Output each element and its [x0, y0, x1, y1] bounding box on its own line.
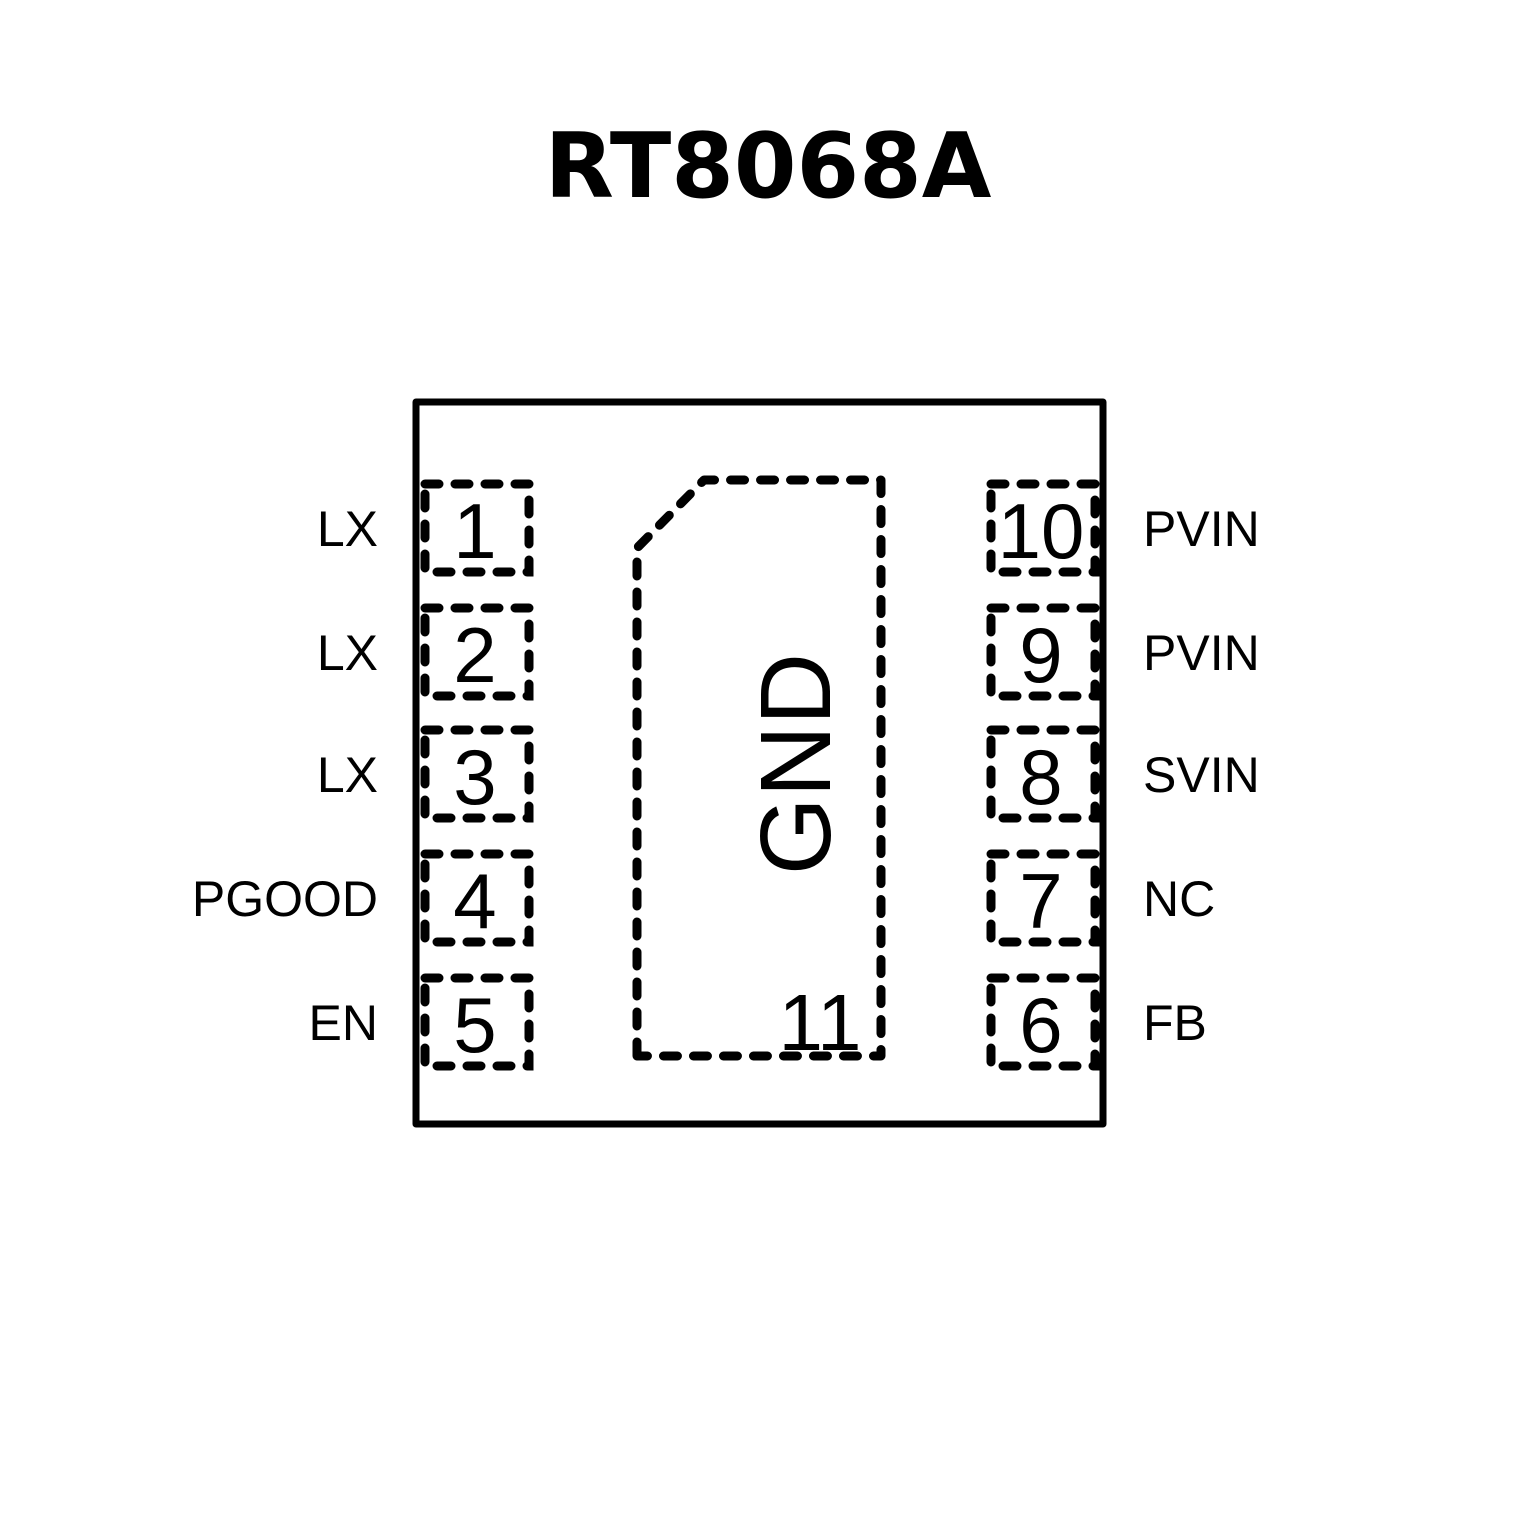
- pin-pad-outline: [420, 973, 534, 1071]
- pin-2: 2 LX: [317, 603, 534, 701]
- pin-name: LX: [317, 747, 378, 803]
- pin-4: 4 PGOOD: [192, 849, 534, 947]
- pin-number: 3: [453, 733, 496, 821]
- pin-3: 3 LX: [317, 725, 534, 823]
- pin-pad-outline: [420, 849, 534, 947]
- exposed-pad-number: 11: [778, 978, 861, 1067]
- pin-number: 9: [1019, 611, 1062, 699]
- pin-name: EN: [309, 995, 378, 1051]
- pin-name: FB: [1143, 995, 1207, 1051]
- pin-name: PVIN: [1143, 501, 1260, 557]
- exposed-pad-outline: [632, 475, 886, 1061]
- pin-name: PGOOD: [192, 871, 378, 927]
- pin-5: 5 EN: [309, 973, 534, 1071]
- pin-6: 6 FB: [986, 973, 1207, 1071]
- pin-name: NC: [1143, 871, 1215, 927]
- pin-number: 1: [453, 487, 496, 575]
- pin-9: 9 PVIN: [986, 603, 1260, 701]
- pin-number: 10: [998, 487, 1085, 575]
- pin-pad-outline: [986, 725, 1100, 823]
- pin-pad-outline: [420, 479, 534, 577]
- exposed-pad-name: GND: [740, 653, 852, 875]
- pin-10: 10 PVIN: [986, 479, 1260, 577]
- pin-pad-outline: [986, 849, 1100, 947]
- pin-number: 2: [453, 611, 496, 699]
- pin-pad-outline: [420, 725, 534, 823]
- pin-number: 6: [1019, 981, 1062, 1069]
- pin-number: 8: [1019, 733, 1062, 821]
- pin-number: 4: [453, 857, 496, 945]
- pin-number: 7: [1019, 857, 1062, 945]
- pin-pad-outline: [986, 603, 1100, 701]
- pin-1: 1 LX: [317, 479, 534, 577]
- pin-name: LX: [317, 501, 378, 557]
- pin-name: PVIN: [1143, 625, 1260, 681]
- pin-8: 8 SVIN: [986, 725, 1260, 823]
- pin-pad-outline: [986, 479, 1100, 577]
- pin-pad-outline: [420, 603, 534, 701]
- pin-name: LX: [317, 625, 378, 681]
- package-outline: [412, 398, 1107, 1128]
- pin-number: 5: [453, 981, 496, 1069]
- pin-7: 7 NC: [986, 849, 1215, 947]
- chip-title: RT8068A: [545, 114, 992, 219]
- pin-name: SVIN: [1143, 747, 1260, 803]
- pin-pad-outline: [986, 973, 1100, 1071]
